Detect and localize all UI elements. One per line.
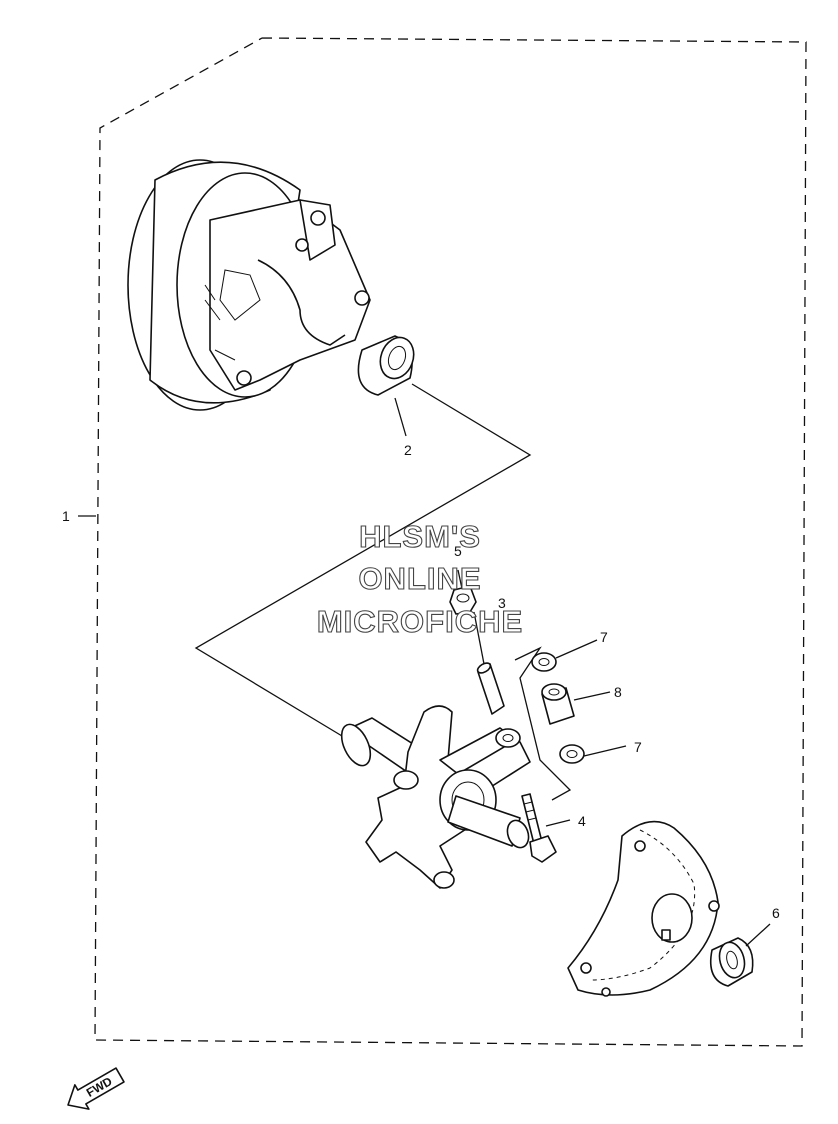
callout-1: 1 [62, 508, 70, 524]
callout-7-lower: 7 [634, 739, 642, 755]
nut-part [449, 585, 477, 615]
callout-4: 4 [578, 813, 586, 829]
spider-shaft-assembly [340, 705, 531, 889]
arrow-fwd-icon: FWD [67, 1067, 125, 1110]
seal-part [357, 335, 415, 437]
washer-upper-part [531, 639, 598, 672]
watermark-line-2: ONLINE [358, 561, 481, 596]
washer-lower-part [559, 744, 627, 764]
housing-part [127, 159, 371, 411]
callout-7-upper: 7 [600, 629, 608, 645]
watermark-line-1: HLSM'S [359, 519, 481, 554]
watermark-line-3: MICROFICHE [317, 604, 523, 639]
watermark: HLSM'S ONLINE MICROFICHE [316, 518, 523, 639]
callout-3: 3 [498, 595, 506, 611]
bushing-part [541, 683, 611, 725]
pin-part [476, 662, 505, 715]
cover-plate-part [567, 820, 720, 997]
callout-8: 8 [614, 684, 622, 700]
bearing-part [709, 923, 771, 987]
callout-2: 2 [404, 442, 412, 458]
bolt-part [521, 793, 571, 863]
callout-6: 6 [772, 905, 780, 921]
callout-5: 5 [454, 543, 462, 559]
assembly-boundary [94, 37, 807, 1047]
